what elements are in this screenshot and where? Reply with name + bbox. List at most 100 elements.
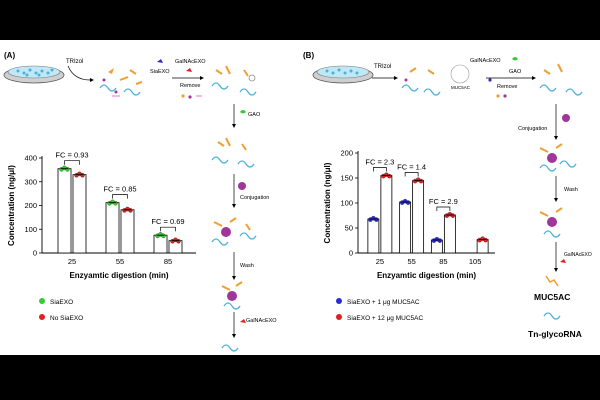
chart-b-x-tick-label: 25 [376,257,384,266]
arrow-head-icon [532,76,536,80]
chart-b-fc-bracket [404,172,419,177]
tn-glycorna-icon [543,312,561,320]
glycorna-cluster-icon-b [401,67,441,96]
legend-a-marker-2 [39,314,45,320]
chart-b-bar [367,218,380,254]
trizol-label-b: TRIzol [374,64,391,70]
chart-b-y-tick-label: 150 [340,174,353,183]
chart-a-y-tick-label: 400 [24,154,37,163]
chart-b-data-point [483,237,488,243]
chart-a-data-point [161,233,166,239]
chart-b-data-point [450,213,456,218]
glycorna-cluster-icon [99,68,143,97]
chart-a-fc-label: FC = 0.69 [151,217,184,226]
legend-b-marker-2 [336,314,342,320]
chart-a-bar [57,168,72,254]
bead-conjugate-icon-b1 [539,143,577,172]
chart-b-x-tick-label: 85 [439,257,447,266]
panel-a-workflow: (A) TRIzol SiaEXO GalNAcE [3,51,277,352]
muc5ac-small-label: MUC5AC [451,85,471,90]
chart-b-bar [412,180,425,254]
chart-a-data-point [113,200,118,206]
chart-a-y-tick-label: 200 [24,201,37,210]
chart-b-bar [443,214,456,254]
removed-sugars-icon-b [488,78,507,98]
chart-a-x-tick-label: 55 [116,257,124,266]
chart-a-y-tick-label: 0 [33,249,37,258]
bead-conjugate-icon-b2 [539,207,563,238]
bead-icon [238,182,246,190]
siaexo-enzyme-icon [157,59,163,63]
chart-b-y-tick-label: 200 [340,149,353,158]
arrow-head-icon [554,136,558,140]
chart-a-fc-bracket [64,160,80,165]
chart-a-x-axis-label: Enzyamtic digestion (min) [69,271,168,280]
galnacexo-label-a: GalNAcEXO [175,59,206,65]
arrow-head-icon [554,198,558,202]
oxidized-glycorna-icon [211,137,255,168]
released-rna-icon [221,344,239,352]
arrow-head-icon [232,124,236,128]
remove-label-a: Remove [180,83,200,89]
conjugation-label-a: Conjugation [240,195,269,201]
chart-a-bar [153,234,168,254]
chart-a-data-point [176,238,181,244]
chart-b-x-axis-label: Enzyamtic digestion (min) [377,271,476,280]
trizol-label-a: TRIzol [66,59,83,65]
galnacexo-enzyme-icon [186,68,192,72]
remove-label-b: Remove [497,84,517,90]
oxidized-glycorna-icon-b [539,63,583,96]
bead-icon-b [562,114,570,122]
chart-b-legend: SiaEXO + 1 μg MUC5AC SiaEXO + 12 μg MUC5… [336,298,423,322]
chart-b-fc-bracket [373,167,387,172]
arrow-head-icon [232,204,236,208]
legend-a-label-1: SiaEXO [50,299,73,306]
gao-label-b: GAO [509,69,522,75]
petri-dish-icon [3,65,65,84]
chart-b-data-point [374,217,379,222]
arrow-head-icon [394,76,398,80]
bead-conjugate-icon-2 [221,281,243,310]
legend-b-label-1: SiaEXO + 1 μg MUC5AC [347,299,420,306]
figure-area [0,40,600,355]
chart-a-fc-label: FC = 0.93 [55,151,88,160]
legend-b-marker-1 [336,298,342,304]
gao-enzyme-icon [240,110,246,114]
panel-a-label: (A) [4,51,15,60]
galnacexo-label-b2: GalNAcEXO [564,252,592,258]
chart-b-x-tick-label: 55 [407,257,415,266]
galnacexo-label-b: GalNAcEXO [470,58,501,64]
arrow-head-icon [90,78,94,82]
galnacexo-label-a2: GalNAcEXO [246,318,277,324]
arrow-head-icon [554,268,558,272]
chart-b-y-tick-label: 0 [349,249,353,258]
chart-a-legend: SiaEXO No SiaEXO [39,298,83,322]
chart-b-fc-label: FC = 2.9 [429,197,458,206]
chart-b-fc-label: FC = 2.3 [365,158,394,167]
chart-b-fc-bracket [436,206,451,211]
gao-label-a: GAO [248,112,261,118]
chart-a-data-point [128,208,133,213]
bead-conjugate-icon-1 [211,217,257,246]
chart-b-fc-label: FC = 1.4 [397,163,426,172]
chart-a-data-point [80,172,85,178]
legend-a-label-2: No SiaEXO [50,315,83,322]
panel-b-label: (B) [303,51,314,60]
galnacexo-enzyme-icon-b2 [560,259,566,263]
chart-b-data-point [387,173,392,179]
legend-b-label-2: SiaEXO + 12 μg MUC5AC [347,315,423,322]
muc5ac-circle-icon [450,64,470,84]
chart-b-y-axis-label: Concentration (ng/μl) [323,162,332,243]
chart-b-data-point [418,178,424,184]
arrow-head-icon [232,276,236,280]
chart-a-fc-label: FC = 0.85 [103,185,136,194]
muc5ac-product-label: MUC5AC [534,292,570,302]
chart-b-bar [399,201,412,254]
siaexo-label: SiaEXO [150,69,170,75]
chart-a-fc-bracket [160,226,176,232]
chart-a-bar [105,202,120,254]
arrow-trizol-a [67,65,91,81]
chart-a-bar [120,209,135,254]
trimmed-glycorna-icon [211,65,257,96]
